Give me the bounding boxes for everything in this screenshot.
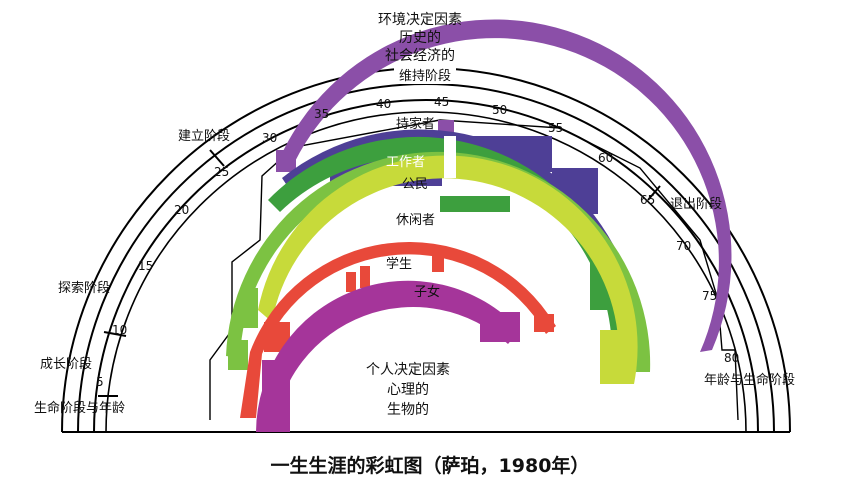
diagram-caption: 一生生涯的彩虹图（萨珀，1980年） bbox=[271, 454, 590, 477]
role-label-child: 子女 bbox=[414, 284, 440, 300]
stage-label-life-age: 生命阶段与年龄 bbox=[34, 400, 125, 416]
role-band-student bbox=[258, 155, 638, 384]
age-55: 55 bbox=[548, 121, 563, 135]
stage-label-maintenance: 维持阶段 bbox=[399, 69, 451, 84]
inner-label-3: 生物的 bbox=[387, 402, 429, 418]
inner-label-2: 心理的 bbox=[387, 382, 429, 398]
maintenance-label-bg bbox=[394, 66, 456, 84]
role-band-child bbox=[240, 241, 556, 418]
role-label-worker: 工作者 bbox=[386, 155, 425, 170]
stage-label-growth: 成长阶段 bbox=[40, 357, 92, 372]
age-10: 10 bbox=[112, 323, 127, 337]
role-label-homemaker: 持家者 bbox=[396, 116, 435, 132]
role-label-leisurite: 休闲者 bbox=[396, 213, 435, 228]
role-band-inner-magenta bbox=[256, 280, 520, 432]
age-45: 45 bbox=[434, 95, 449, 109]
stage-label-age-life: 年龄与生命阶段 bbox=[704, 372, 795, 388]
stage-label-establishment: 建立阶段 bbox=[178, 129, 230, 144]
age-80: 80 bbox=[724, 351, 739, 365]
role-band-leisurite bbox=[226, 151, 651, 372]
inner-label-1: 个人决定因素 bbox=[366, 362, 450, 378]
age-15: 15 bbox=[138, 259, 153, 273]
stage-label-decline: 退出阶段 bbox=[670, 197, 722, 212]
age-50: 50 bbox=[492, 103, 507, 117]
outer-arc-4 bbox=[105, 111, 747, 433]
top-label-2: 历史的 bbox=[399, 30, 441, 46]
age-30: 30 bbox=[262, 131, 277, 145]
divider-decline bbox=[647, 185, 661, 201]
age-35: 35 bbox=[314, 107, 329, 121]
age-20: 20 bbox=[174, 203, 189, 217]
role-label-student: 学生 bbox=[386, 256, 412, 272]
stage-label-exploration: 探索阶段 bbox=[58, 281, 110, 296]
divider-exploration bbox=[103, 331, 127, 337]
top-label-3: 社会经济的 bbox=[385, 48, 455, 64]
age-70: 70 bbox=[676, 239, 691, 253]
age-65: 65 bbox=[640, 193, 655, 207]
outer-arc-2 bbox=[77, 83, 775, 433]
role-label-citizen: 公民 bbox=[402, 177, 428, 192]
outer-arc-3 bbox=[93, 99, 759, 433]
age-75: 75 bbox=[702, 289, 717, 303]
band-gap bbox=[444, 136, 456, 178]
age-5: 5 bbox=[96, 375, 104, 389]
age-40: 40 bbox=[376, 97, 391, 111]
divider-establishment bbox=[209, 149, 225, 167]
top-label-1: 环境决定因素 bbox=[378, 12, 462, 28]
age-25: 25 bbox=[214, 165, 229, 179]
age-60: 60 bbox=[598, 151, 613, 165]
